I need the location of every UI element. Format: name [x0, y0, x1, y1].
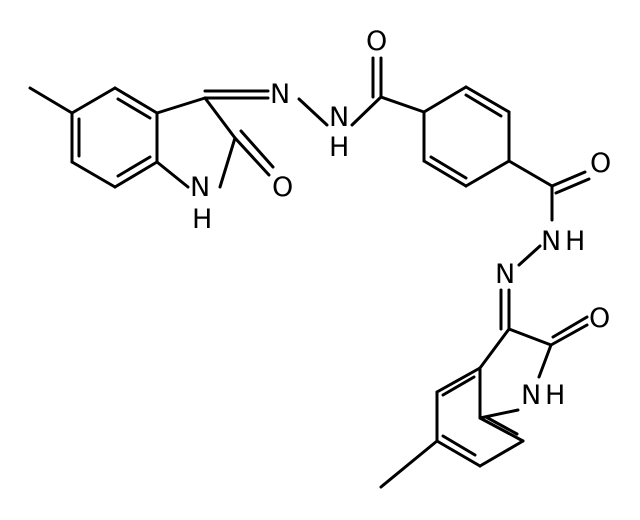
bond [113, 160, 159, 189]
bond [28, 86, 74, 115]
bond [203, 96, 237, 140]
bond [549, 323, 589, 347]
atom-label-oxygen: O [589, 303, 610, 334]
bond [218, 136, 237, 189]
atom-label-hydrogen: H [545, 380, 565, 411]
bond [379, 439, 439, 489]
bond [70, 86, 117, 115]
lower-hydrazide [507, 159, 591, 267]
atom-label-nitrogen: N [541, 226, 561, 257]
atom-label-nitrogen: N [495, 259, 515, 290]
bond [429, 155, 468, 180]
atom-label-hydrogen: H [192, 204, 212, 235]
bond [350, 95, 383, 127]
bond [70, 160, 117, 189]
lower-oxindole [379, 288, 589, 489]
bond [464, 93, 503, 118]
atom-label-oxygen: O [272, 172, 293, 203]
bond [435, 366, 482, 394]
atom-label-nitrogen: N [521, 380, 541, 411]
bond [551, 315, 589, 339]
upper-hydrazide [297, 56, 426, 127]
bond [116, 97, 152, 120]
atom-labels: O O O O N N H N H N H N N H [190, 26, 611, 411]
bond [478, 416, 525, 443]
bond [554, 177, 591, 195]
bond [422, 159, 468, 188]
bond [113, 86, 159, 115]
atom-label-hydrogen: H [565, 226, 585, 257]
atom-label-hydrogen: H [329, 132, 349, 163]
bond [484, 415, 519, 436]
bond [155, 160, 190, 189]
bond [297, 97, 329, 127]
bond [422, 85, 468, 114]
bond [435, 439, 482, 468]
atom-label-nitrogen: N [329, 102, 349, 133]
bond [478, 327, 511, 370]
bond [233, 136, 271, 177]
bond [464, 85, 511, 114]
bond [537, 343, 553, 379]
central-benzene [422, 85, 511, 188]
bond [441, 375, 476, 397]
bond [478, 439, 525, 468]
bond [464, 159, 511, 188]
upper-oxindole [28, 86, 275, 189]
atom-label-nitrogen: N [270, 79, 290, 110]
bond [550, 170, 587, 188]
bond [379, 95, 426, 114]
bond [239, 129, 275, 169]
atom-label-oxygen: O [590, 148, 611, 179]
atom-label-oxygen: O [366, 26, 387, 57]
bond [155, 96, 207, 115]
bond [517, 244, 542, 267]
bond [441, 434, 477, 457]
bond [116, 155, 152, 178]
bond [507, 159, 554, 188]
bond [507, 327, 553, 347]
atom-label-nitrogen: N [190, 172, 210, 203]
